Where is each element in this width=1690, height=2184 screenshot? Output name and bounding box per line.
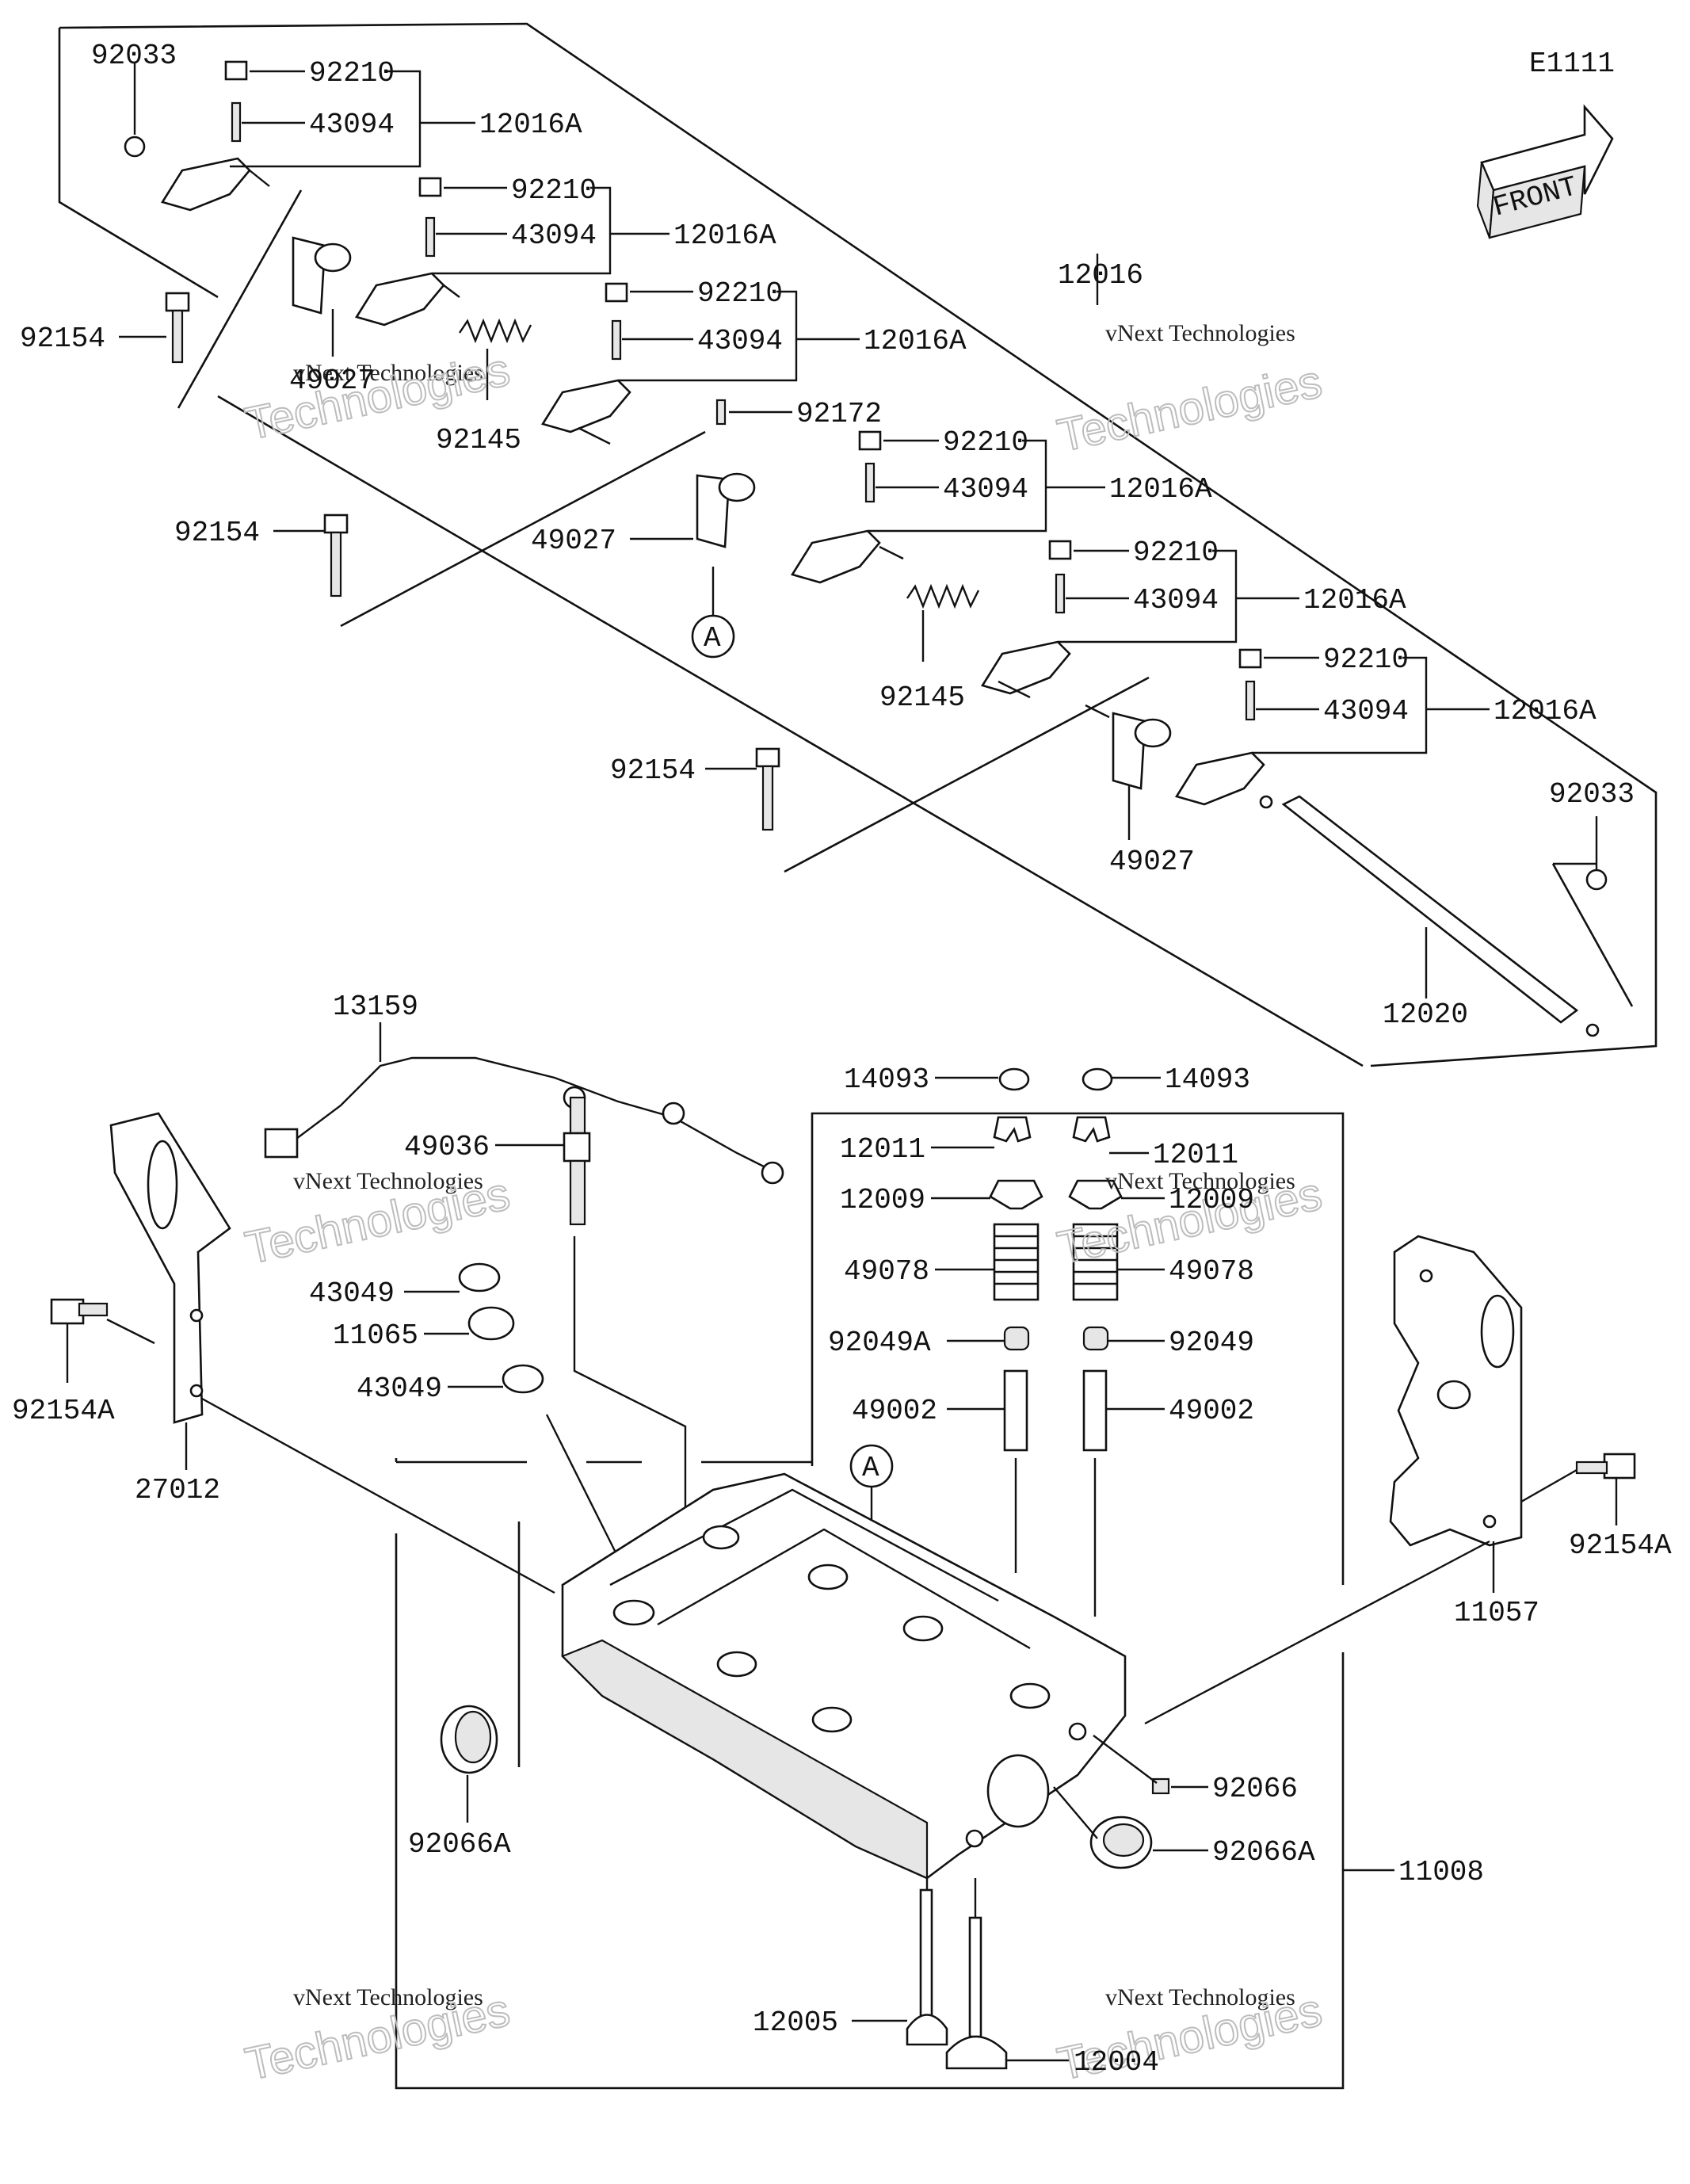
part-label-14093: 14093 [1165, 1063, 1250, 1096]
svg-text:vNext Technologies: vNext Technologies [1105, 1168, 1295, 1194]
part-label-12016A: 12016A [1109, 473, 1212, 506]
part-label-13159: 13159 [333, 991, 418, 1023]
part-label-12016A: 12016A [479, 109, 582, 141]
nut-92210-c [605, 282, 628, 303]
part-label-92154A: 92154A [12, 1395, 115, 1427]
svg-text:vNext Technologies: vNext Technologies [1105, 1984, 1295, 2010]
leader-lines-top [119, 62, 1598, 998]
part-label-12005: 12005 [753, 2006, 838, 2039]
part-label-92154: 92154 [20, 323, 105, 355]
cylinder-head [440, 1235, 1636, 2070]
rocker-assembly-frame [58, 22, 1658, 1067]
part-labels: 92033 92210 43094 12016A 92210 43094 120… [12, 40, 1672, 2079]
part-label-12016: 12016 [1058, 259, 1143, 292]
part-label-92145: 92145 [879, 682, 965, 714]
part-label-12011: 12011 [1153, 1139, 1238, 1171]
part-label-27012: 27012 [135, 1474, 220, 1506]
nut-92210-a [224, 60, 248, 81]
part-label-43094: 43094 [943, 473, 1028, 506]
part-label-11057: 11057 [1454, 1597, 1539, 1629]
part-label-11008: 11008 [1398, 1856, 1484, 1888]
part-label-43094: 43094 [511, 220, 597, 252]
part-label-43094: 43094 [697, 325, 783, 357]
part-label-92066: 92066 [1212, 1773, 1298, 1805]
part-label-12016A: 12016A [864, 325, 967, 357]
front-arrow-icon [1476, 104, 1614, 239]
svg-text:vNext Technologies: vNext Technologies [293, 1984, 483, 2010]
part-label-43049: 43049 [309, 1277, 395, 1310]
nut-92210-e [1048, 540, 1072, 560]
part-label-92154: 92154 [174, 517, 260, 549]
rocker-arm-parts [124, 60, 1608, 1037]
part-label-92066A: 92066A [1212, 1836, 1315, 1869]
part-label-92210: 92210 [309, 57, 395, 90]
part-label-12009: 12009 [1169, 1184, 1254, 1216]
part-label-49027: 49027 [531, 525, 616, 557]
reference-label-a: A [704, 622, 721, 655]
nut-92210-b [418, 177, 442, 197]
part-label-92049: 92049 [1169, 1327, 1254, 1359]
part-label-49027: 49027 [289, 365, 375, 397]
part-label-92066A: 92066A [408, 1828, 511, 1861]
part-label-12009: 12009 [840, 1184, 925, 1216]
part-label-92210: 92210 [1323, 643, 1409, 676]
reference-marker-a-top [691, 614, 735, 659]
part-label-92154A: 92154A [1569, 1529, 1672, 1562]
part-label-14093: 14093 [844, 1063, 929, 1096]
part-label-12020: 12020 [1383, 998, 1468, 1031]
part-label-92145: 92145 [436, 424, 521, 456]
part-label-92049A: 92049A [828, 1327, 931, 1359]
part-label-12011: 12011 [840, 1133, 925, 1166]
svg-text:vNext Technologies: vNext Technologies [1105, 320, 1295, 346]
glow-plug-parts [50, 1022, 784, 1594]
part-label-49078: 49078 [1169, 1255, 1254, 1288]
part-label-92210: 92210 [511, 174, 597, 207]
part-label-92033: 92033 [91, 40, 177, 72]
part-label-43094: 43094 [309, 109, 395, 141]
part-label-43094: 43094 [1323, 695, 1409, 727]
part-label-49027: 49027 [1109, 846, 1195, 878]
part-label-92210: 92210 [1133, 536, 1219, 569]
diagram-code: E1111 [1529, 48, 1615, 80]
part-label-12004: 12004 [1074, 2046, 1159, 2079]
nut-92210-d [858, 430, 882, 451]
part-label-49002: 49002 [852, 1395, 937, 1427]
part-label-12016A: 12016A [1303, 584, 1406, 617]
part-label-49036: 49036 [404, 1131, 490, 1163]
part-label-43094: 43094 [1133, 584, 1219, 617]
part-label-12016A: 12016A [1494, 695, 1597, 727]
part-label-92154: 92154 [610, 754, 696, 787]
part-label-12016A: 12016A [673, 220, 776, 252]
part-label-92033: 92033 [1549, 778, 1635, 811]
part-label-49078: 49078 [844, 1255, 929, 1288]
svg-text:vNext Technologies: vNext Technologies [293, 1168, 483, 1194]
part-label-11065: 11065 [333, 1319, 418, 1352]
svg-text:Technologies: Technologies [1053, 356, 1326, 462]
part-label-92210: 92210 [697, 277, 783, 310]
part-label-43049: 43049 [357, 1373, 442, 1405]
reference-marker-a-bottom [849, 1444, 894, 1488]
nut-92210-f [1238, 648, 1262, 669]
part-label-49002: 49002 [1169, 1395, 1254, 1427]
svg-text:vNext Technologies: vNext Technologies [293, 360, 483, 386]
reference-label-a: A [862, 1452, 879, 1484]
part-label-92210: 92210 [943, 426, 1028, 459]
part-label-92172: 92172 [796, 398, 882, 430]
